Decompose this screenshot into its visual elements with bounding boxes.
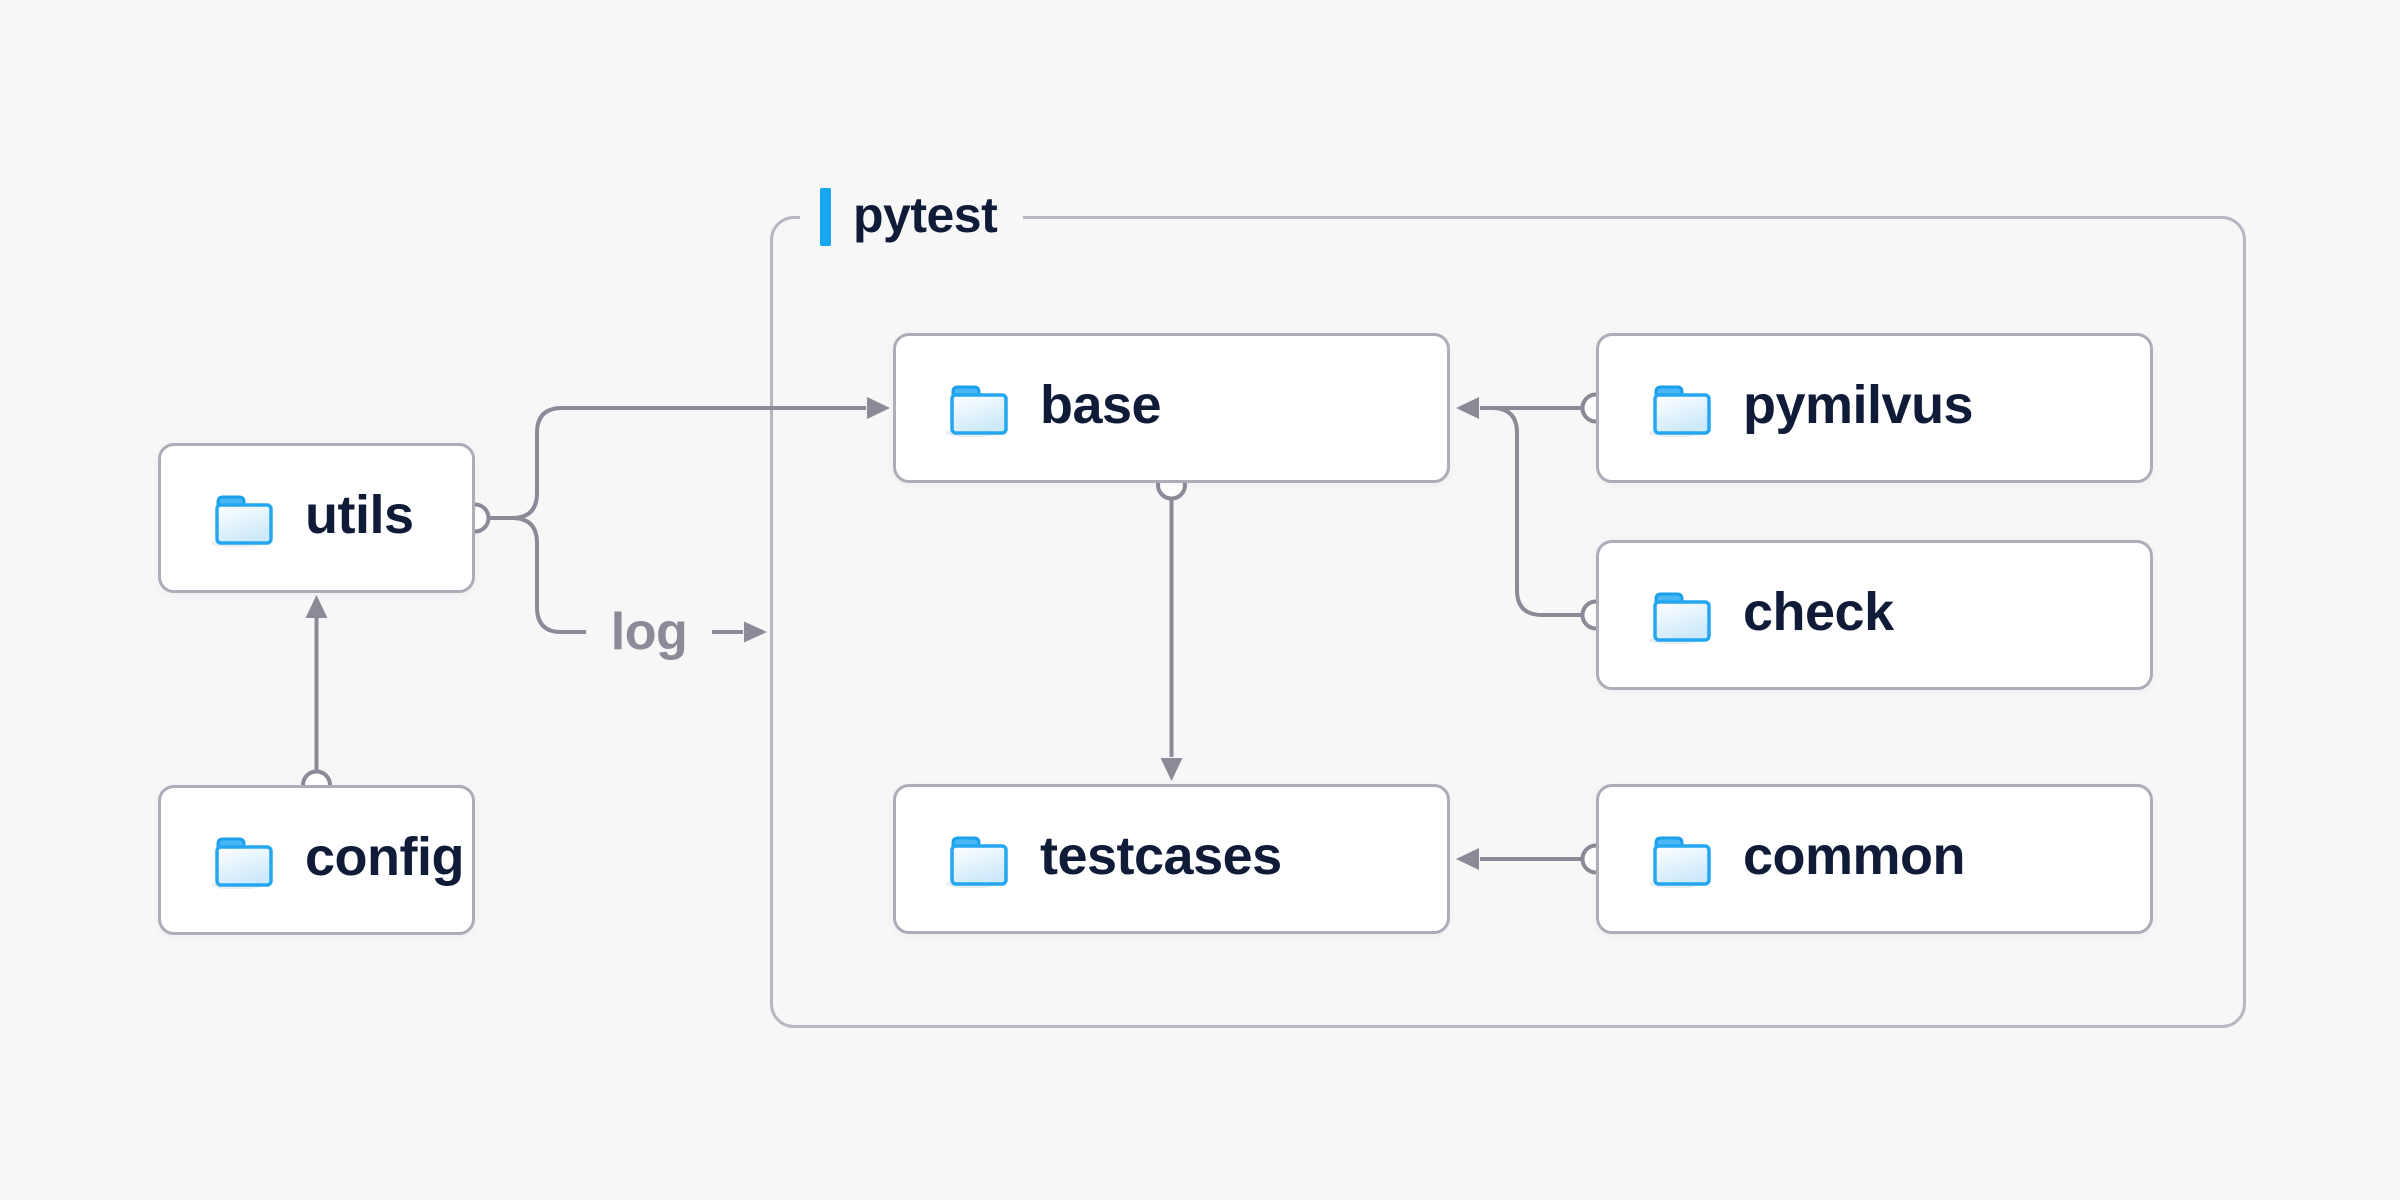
accent-bar xyxy=(820,188,831,246)
node-label: utils xyxy=(305,485,414,545)
folder-icon xyxy=(211,837,273,889)
arrowhead-log xyxy=(744,621,767,643)
node-utils: utils xyxy=(158,443,475,593)
pytest-container xyxy=(770,216,2246,1028)
node-common: common xyxy=(1596,784,2153,934)
node-base: base xyxy=(893,333,1450,483)
node-label: base xyxy=(1040,375,1162,435)
folder-icon xyxy=(1649,385,1711,437)
node-label: config xyxy=(305,827,464,887)
node-label: check xyxy=(1743,582,1894,642)
folder-icon xyxy=(946,385,1008,437)
pytest-label-text: pytest xyxy=(853,187,998,243)
node-testcases: testcases xyxy=(893,784,1450,934)
folder-icon xyxy=(211,495,273,547)
pytest-container-label: pytest xyxy=(800,180,1024,254)
arrowhead-into-utils xyxy=(305,595,328,618)
node-check: check xyxy=(1596,540,2153,690)
log-edge-label: log xyxy=(610,603,688,661)
node-label: testcases xyxy=(1040,826,1282,886)
node-pymilvus: pymilvus xyxy=(1596,333,2153,483)
node-label: pymilvus xyxy=(1743,375,1974,435)
node-config: config xyxy=(158,785,475,935)
folder-icon xyxy=(1649,836,1711,888)
node-label: common xyxy=(1743,826,1966,886)
folder-icon xyxy=(946,836,1008,888)
folder-icon xyxy=(1649,592,1711,644)
